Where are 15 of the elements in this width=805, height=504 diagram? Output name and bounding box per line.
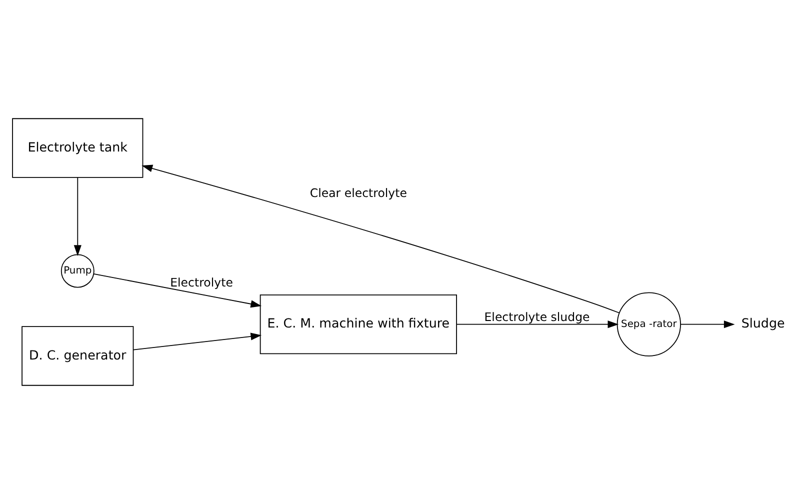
arrow [132, 332, 262, 350]
arrow [142, 164, 620, 314]
node-text: Sludge [741, 316, 785, 331]
edge-label: Clear electrolyte [310, 186, 407, 200]
edge-label: Electrolyte [170, 276, 233, 290]
arrow [74, 177, 82, 256]
node-box: E. C. M. machine with fixture [260, 294, 457, 354]
arrow [456, 320, 619, 328]
node-box: Electrolyte tank [12, 118, 144, 178]
arrow [94, 273, 262, 308]
edge-label: Electrolyte sludge [484, 310, 590, 324]
node-box: D. C. generator [22, 326, 134, 386]
node-circle: Pump [60, 254, 94, 288]
node-circle: Sepa -rator [616, 292, 681, 356]
arrow [680, 320, 735, 328]
